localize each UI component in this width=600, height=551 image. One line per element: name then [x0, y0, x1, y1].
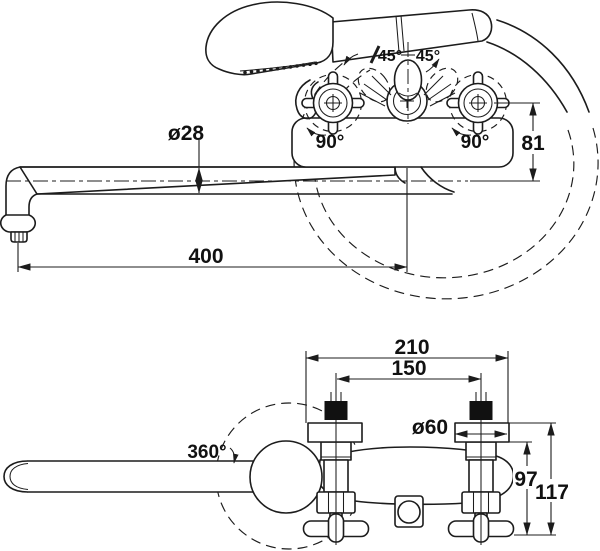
eccentric-left — [324, 401, 348, 420]
flange-left — [307, 422, 363, 443]
dim-height-81: 81 — [521, 132, 545, 155]
hose-solid-outer — [496, 19, 590, 113]
diverter-45-right-ghost — [425, 67, 459, 103]
dim-angle-45-left: 45° — [378, 48, 402, 65]
diverter — [343, 42, 459, 124]
rotation-arrow-left — [306, 127, 327, 137]
hand-shower-head — [205, 1, 334, 76]
rotation-arrow-right — [451, 127, 472, 137]
dim-spout-diameter: ø28 — [168, 122, 205, 145]
handle-left-front — [301, 71, 365, 135]
eccentric-right — [469, 401, 493, 420]
spout-side — [0, 166, 468, 243]
hose-solid-inner — [486, 41, 568, 113]
shower-bracket-hook — [294, 79, 319, 120]
spray-holes — [243, 61, 318, 75]
dim-angle-90-right: 90° — [461, 132, 490, 153]
dim-depth-117: 117 — [535, 481, 569, 504]
hand-shower — [205, 1, 590, 120]
dim-depth-97: 97 — [514, 468, 537, 491]
dim-angle-45-right: 45° — [416, 48, 440, 65]
wall-union-left — [302, 373, 370, 545]
dim-spout-length: 400 — [188, 245, 223, 268]
diverter-plan — [394, 495, 424, 528]
front-view: ø28 400 81 45° 45° 90° 90° — [0, 1, 599, 300]
dim-overall-width: 210 — [394, 336, 429, 359]
spout-swivel-hub — [249, 440, 323, 514]
dim-angle-90-left: 90° — [316, 132, 345, 153]
flange-right — [454, 422, 510, 443]
dim-flange-diameter: ø60 — [412, 416, 448, 439]
spout-aerator-bell — [0, 214, 37, 233]
swivel-arrow — [229, 447, 239, 464]
dimensions-plan: 210 150 ø60 97 117 360° — [187, 336, 569, 536]
dimensions-front: ø28 400 81 45° 45° 90° 90° — [17, 45, 546, 272]
dim-swivel-angle: 360° — [187, 442, 226, 463]
plan-view: 210 150 ø60 97 117 360° — [3, 336, 569, 550]
spout-plan — [3, 460, 255, 493]
hand-shower-handle — [330, 9, 493, 63]
dim-centers-distance: 150 — [391, 357, 426, 380]
